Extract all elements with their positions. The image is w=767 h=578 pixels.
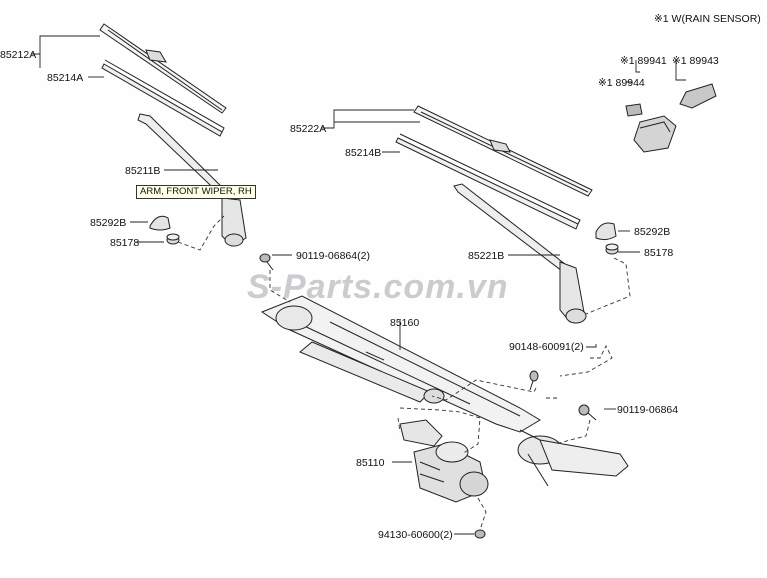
- rain-sensor-part-89944: [625, 103, 643, 117]
- rain-sensor-part-89943: [679, 83, 717, 109]
- rain-sensor-part-89941: [633, 115, 677, 153]
- part-label-85214A: 85214A: [47, 72, 84, 84]
- part-label-85110: 85110: [356, 457, 385, 469]
- part-label-89944: ※1 89944: [598, 77, 645, 89]
- left-wiper-blade: [99, 23, 227, 114]
- bolt-90119-06864-2: [259, 253, 274, 271]
- part-label-85222A: 85222A: [290, 123, 327, 135]
- right-arm-cap: [595, 222, 617, 241]
- part-label-90148-60091-2: 90148-60091(2): [509, 341, 584, 353]
- right-wiper-blade: [413, 105, 593, 197]
- right-blade-rubber: [395, 133, 581, 230]
- part-label-89943: ※1 89943: [672, 55, 719, 67]
- leader-lines: [32, 35, 686, 535]
- left-wiper-arm: [137, 113, 247, 247]
- tooltip-arm-front-wiper-rh: ARM, FRONT WIPER, RH: [136, 185, 256, 199]
- part-label-85214B: 85214B: [345, 147, 382, 159]
- right-arm-nut: [605, 243, 619, 255]
- part-label-85292B-right: 85292B: [634, 226, 671, 238]
- part-label-85292B-left: 85292B: [90, 217, 127, 229]
- bolt-90119-06864: [578, 404, 597, 421]
- nut-94130-60600-2: [474, 529, 486, 539]
- rain-sensor-note: ※1 W(RAIN SENSOR): [654, 13, 761, 25]
- left-blade-rubber: [101, 59, 225, 137]
- part-label-85160: 85160: [390, 317, 420, 329]
- watermark: S-Parts.com.vn: [247, 268, 509, 306]
- part-label-90119-06864-2: 90119-06864(2): [296, 250, 370, 262]
- wiper-motor: [399, 419, 489, 503]
- dashed-guide-lines: [177, 215, 631, 531]
- left-arm-nut: [166, 233, 180, 245]
- part-label-89941: ※1 89941: [620, 55, 667, 67]
- part-label-85211B: 85211B: [125, 165, 161, 177]
- bolt-90148-60091-2: [529, 370, 539, 391]
- part-label-94130-60600-2: 94130-60600(2): [378, 529, 453, 541]
- part-label-85178-right: 85178: [644, 247, 674, 259]
- left-arm-cap: [149, 215, 171, 231]
- right-wiper-arm: [453, 183, 587, 324]
- part-label-85178-left: 85178: [110, 237, 140, 249]
- part-label-85221B: 85221B: [468, 250, 505, 262]
- part-label-90119-06864: 90119-06864: [617, 404, 679, 416]
- wiper-link-assembly: [260, 295, 629, 487]
- part-label-85212A: 85212A: [0, 49, 37, 61]
